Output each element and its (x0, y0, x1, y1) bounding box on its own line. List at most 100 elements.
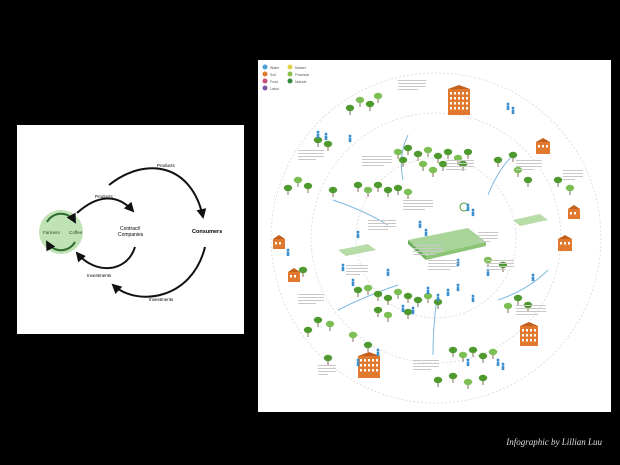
annotation-block (446, 160, 474, 170)
people-group (286, 102, 535, 371)
tree-icon (373, 181, 383, 192)
person-icon (316, 130, 320, 139)
person-icon (456, 283, 460, 292)
tree-icon (373, 306, 383, 317)
tree-icon (443, 148, 453, 159)
person-icon (411, 306, 415, 315)
tree-icon (523, 176, 533, 187)
investments-inner-arrow (75, 246, 136, 269)
tree-icon (383, 311, 393, 322)
building-icon (288, 268, 300, 282)
person-icon (376, 348, 380, 357)
tree-icon (393, 148, 403, 159)
annotation-block (318, 365, 336, 375)
tree-icon (433, 376, 443, 387)
tree-icon (463, 148, 473, 159)
tree-icon (448, 346, 458, 357)
tree-icon (313, 316, 323, 327)
tree-icon (413, 296, 423, 307)
building-icon (358, 352, 380, 378)
legend-labor-label: Labor (270, 87, 280, 91)
tree-icon (553, 176, 563, 187)
legend-water-swatch (262, 64, 268, 70)
legend-water-label: Water (270, 66, 280, 70)
person-icon (401, 304, 405, 313)
person-icon (471, 294, 475, 303)
tree-icon (363, 341, 373, 352)
tree-icon (413, 150, 423, 161)
tree-icon (398, 156, 408, 167)
tree-icon (353, 181, 363, 192)
annotation-block (516, 160, 542, 170)
tree-icon (423, 292, 433, 303)
left-farm-plot (338, 244, 376, 256)
ecosystem-infographic: Water Soil Food Labor Market Financial N… (262, 64, 602, 404)
products-inner-arrow (76, 197, 135, 214)
value-chain-diagram-panel: Farmers Coffee Products Products Contrac… (17, 125, 244, 334)
tree-icon (363, 186, 373, 197)
annotation-block (298, 150, 324, 160)
annotation-block (368, 220, 396, 230)
tree-icon (508, 151, 518, 162)
building-icon (520, 322, 538, 346)
tree-icon (293, 176, 303, 187)
legend-market-label: Market (295, 66, 306, 70)
tree-icon (303, 326, 313, 337)
annotation-block (478, 232, 498, 242)
tree-icon (565, 184, 575, 195)
person-icon (506, 102, 510, 111)
person-icon (386, 268, 390, 277)
person-icon (324, 132, 328, 141)
annotation-block (486, 260, 514, 270)
person-icon (466, 358, 470, 367)
person-icon (496, 358, 500, 367)
person-icon (286, 248, 290, 257)
tree-icon (298, 266, 308, 277)
tree-icon (523, 301, 533, 312)
farmers-label: Farmers (43, 230, 60, 235)
investments-outer-arrow (111, 246, 206, 298)
legend-financial-swatch (287, 71, 293, 77)
building-icon (558, 235, 572, 251)
tree-icon (363, 284, 373, 295)
legend-natural-label: Natural (295, 80, 307, 84)
tree-icon (428, 166, 438, 177)
tree-icon (323, 140, 333, 151)
tree-icon (483, 256, 493, 267)
tree-icon (393, 184, 403, 195)
tree-icon (503, 302, 513, 313)
tree-icon (403, 188, 413, 199)
annotation-block (428, 260, 458, 270)
annotation-block (403, 200, 433, 210)
tree-icon (283, 184, 293, 195)
tree-icon (433, 152, 443, 163)
tree-icon (383, 186, 393, 197)
tree-icon (513, 294, 523, 305)
products-outer-label: Products (157, 163, 176, 168)
infographic-credit-caption: Infographic by Lillian Luu (506, 437, 602, 447)
value-chain-diagram: Farmers Coffee Products Products Contrac… (39, 163, 222, 302)
person-icon (446, 288, 450, 297)
tree-icon (403, 144, 413, 155)
tree-icon (355, 96, 365, 107)
tree-icon (513, 166, 523, 177)
right-farm-plot (513, 214, 548, 226)
annotation-block (413, 245, 443, 255)
annotation-block (413, 360, 439, 370)
legend-natural-swatch (287, 78, 293, 84)
tree-icon (373, 290, 383, 301)
building-icon (448, 85, 470, 115)
person-icon (426, 286, 430, 295)
tree-icon (418, 160, 428, 171)
building-icon (273, 235, 285, 249)
flow-arrows (332, 134, 549, 356)
tree-icon (313, 136, 323, 147)
products-outer-arrow (108, 167, 207, 219)
tree-icon (478, 352, 488, 363)
annotation-block (398, 80, 426, 90)
person-icon (456, 258, 460, 267)
ecosystem-infographic-panel: Water Soil Food Labor Market Financial N… (258, 60, 611, 412)
tree-icon (423, 146, 433, 157)
building-icon (536, 138, 550, 154)
tree-icon (493, 156, 503, 167)
